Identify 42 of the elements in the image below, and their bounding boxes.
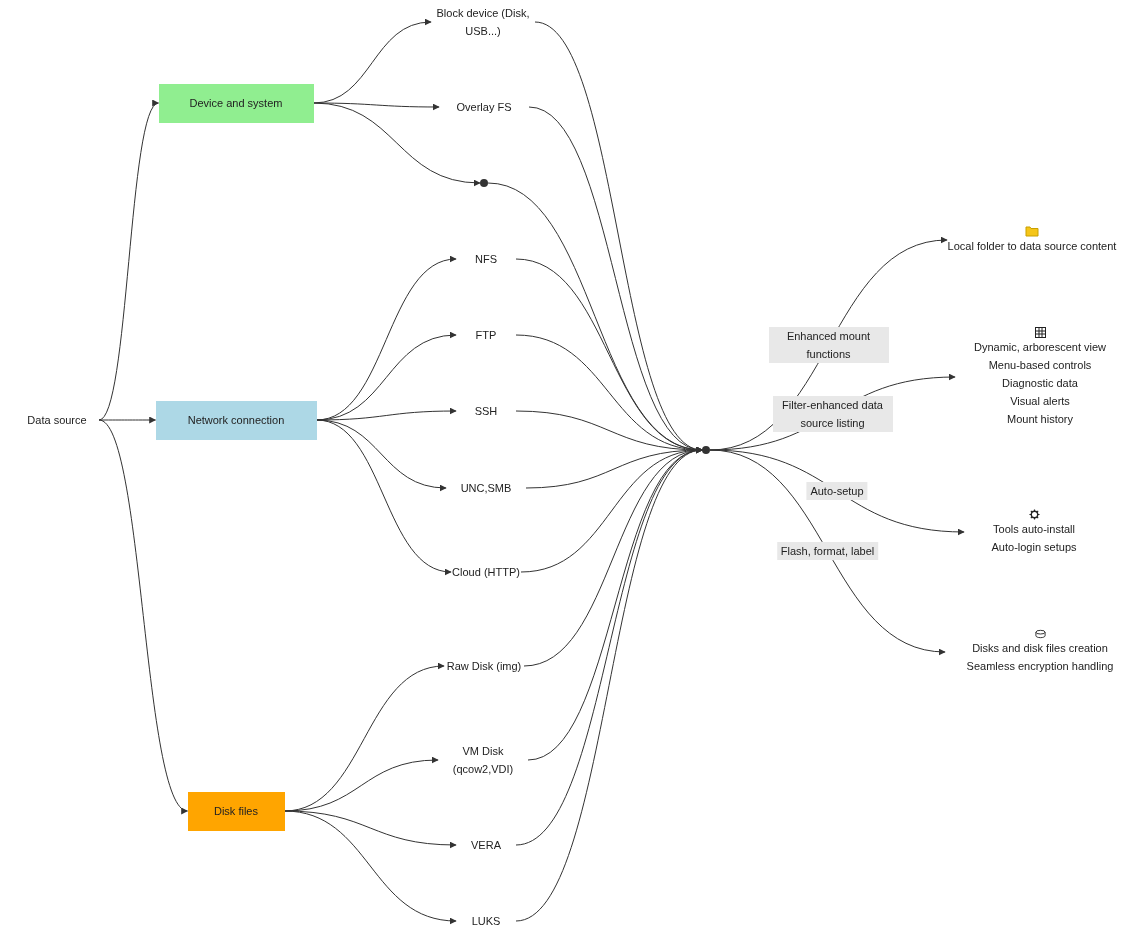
node-label: Raw Disk (img) — [446, 659, 522, 674]
node-label: Visual alerts — [1010, 393, 1070, 409]
arrow — [313, 19, 432, 104]
node-label: Seamless encryption handling — [966, 659, 1114, 674]
node-label: SSH — [474, 404, 498, 419]
node-label: UNC,SMB — [460, 481, 512, 496]
node-label: VM Disk (qcow2,VDI) — [451, 744, 515, 777]
arrow — [313, 102, 481, 186]
node-label: Tools auto-install — [993, 521, 1075, 537]
edge-label: Filter-enhanced data source listing — [772, 395, 893, 432]
category-box — [155, 400, 317, 440]
node-label: NFS — [475, 252, 497, 267]
edge-label: Auto-setup — [806, 482, 868, 500]
arrow — [284, 756, 439, 812]
node-label: Mount history — [1007, 411, 1073, 427]
node-label: Cloud (HTTP) — [452, 565, 520, 580]
node-label: Auto-login setups — [991, 539, 1077, 555]
arrow — [98, 419, 189, 812]
node-label: Disks and disk files creation — [972, 641, 1108, 656]
node-label: Overlay FS — [456, 100, 512, 115]
node-label: Device and system — [189, 96, 283, 111]
node-label: FTP — [475, 328, 497, 343]
node-label: VERA — [471, 838, 501, 853]
node-label: Local folder to data source content — [947, 239, 1117, 254]
arrow — [316, 407, 457, 421]
category-box — [187, 791, 285, 831]
arrow — [515, 449, 703, 922]
node-label: Diagnostic data — [1002, 375, 1078, 391]
arrow — [316, 419, 452, 575]
node-label: Dynamic, arborescent view — [973, 339, 1107, 355]
category-box — [158, 83, 314, 123]
node-label: Disk files — [214, 804, 258, 819]
arrow — [709, 449, 946, 655]
node-label: Menu-based controls — [988, 357, 1092, 373]
node-label: Network connection — [187, 413, 285, 428]
node-label: Block device (Disk, USB...) — [435, 6, 531, 39]
node-label: LUKS — [471, 914, 501, 929]
edge-label: Flash, format, label — [776, 542, 879, 560]
edge-label: Enhanced mount functions — [768, 327, 889, 363]
node-label: Data source — [27, 413, 87, 428]
arrow — [284, 810, 457, 924]
arrow — [98, 102, 159, 421]
